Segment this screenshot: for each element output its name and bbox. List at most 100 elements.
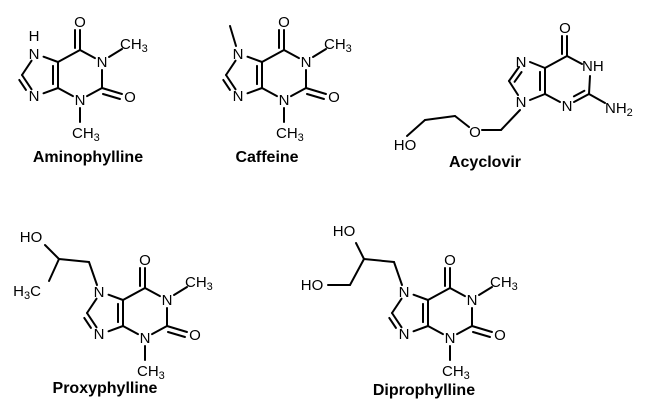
molecule-name: Caffeine [235, 149, 298, 166]
bond-double [18, 78, 27, 91]
molecule-name: Proxyphylline [53, 380, 158, 397]
bond [44, 244, 60, 260]
molecule-name: Diprophylline [373, 382, 475, 399]
atom-label-me3: CH3 [276, 125, 304, 145]
atom-label-h3c: H3C [13, 283, 41, 303]
bond [48, 258, 60, 282]
bond-double [513, 71, 523, 83]
atom-label-o2: O [189, 327, 201, 344]
atom-label-o6: O [559, 20, 571, 37]
bond [312, 48, 327, 58]
bond [107, 325, 124, 333]
atom-label-o2: O [124, 89, 136, 106]
bond [261, 49, 285, 63]
bond [456, 325, 473, 336]
atom-label-n1h: NH [582, 58, 604, 75]
bond [88, 261, 98, 286]
atom-label-n7: N [233, 46, 244, 63]
bond [427, 287, 451, 301]
bond [588, 75, 591, 95]
atom-label-n1: N [162, 292, 173, 309]
atom-label-n3: N [279, 92, 290, 109]
atom-label-nh2: NH2 [605, 100, 633, 120]
atom-label-me3: CH3 [137, 363, 165, 383]
bond [449, 287, 466, 298]
bond [229, 25, 237, 47]
bond [424, 115, 456, 121]
bond [166, 325, 188, 333]
atom-label-o6: O [444, 252, 456, 269]
bond-double [572, 89, 586, 98]
bond [86, 312, 98, 329]
molecule-name: Aminophylline [33, 149, 143, 166]
atom-label-o6: O [278, 14, 290, 31]
bond [151, 325, 168, 336]
atom-label-n9: N [29, 88, 40, 105]
atom-label-o2: O [494, 327, 506, 344]
bond [173, 286, 188, 296]
atom-label-o6: O [139, 252, 151, 269]
bond [246, 55, 263, 63]
atom-label-n3: N [75, 92, 86, 109]
atom-label-ho: HO [20, 229, 43, 246]
bond [246, 87, 263, 95]
atom-label-me1: CH3 [490, 274, 518, 294]
atom-label-n7: N [94, 284, 105, 301]
atom-label-me1: CH3 [120, 36, 148, 56]
bond [588, 93, 606, 104]
atom-label-h7: H [29, 28, 40, 45]
bond [529, 61, 546, 69]
bond [508, 66, 520, 82]
bond [21, 74, 33, 91]
bond [412, 293, 429, 301]
bond [107, 293, 124, 301]
bond [471, 325, 493, 333]
bond [58, 258, 90, 263]
atom-label-ho: HO [394, 137, 417, 154]
bond [79, 49, 96, 60]
bond [478, 286, 493, 296]
atom-label-n9: N [94, 326, 105, 343]
atom-label-o6: O [74, 14, 86, 31]
bond [122, 287, 146, 301]
bond-double [388, 316, 397, 329]
bond [225, 74, 237, 91]
atom-label-n1: N [467, 292, 478, 309]
atom-label-n9: N [399, 326, 410, 343]
atom-label-n1: N [301, 54, 312, 71]
bond [306, 93, 325, 100]
bond [393, 261, 403, 286]
bond-double [222, 78, 231, 91]
bond [427, 325, 444, 336]
bond [290, 87, 307, 98]
bond [500, 109, 521, 131]
bond [86, 297, 98, 314]
atom-label-ho1: HO [333, 223, 356, 240]
atom-label-n3: N [445, 330, 456, 347]
atom-label-n3: N [140, 330, 151, 347]
bond [412, 325, 429, 333]
bond [261, 87, 278, 98]
bond [355, 242, 365, 260]
bond [454, 115, 470, 128]
bond [566, 55, 583, 65]
bond [573, 93, 590, 103]
atom-label-n1: N [97, 54, 108, 71]
bond [283, 49, 300, 60]
bond [391, 312, 403, 329]
bond [21, 59, 33, 76]
atom-label-oe: O [469, 124, 481, 141]
bond-double [83, 316, 92, 329]
bond [57, 49, 81, 63]
atom-label-me1: CH3 [324, 36, 352, 56]
bond [86, 87, 103, 98]
bond [57, 87, 74, 98]
bond [144, 287, 161, 298]
bond [544, 55, 568, 69]
bond [225, 59, 237, 76]
bond [406, 119, 426, 137]
